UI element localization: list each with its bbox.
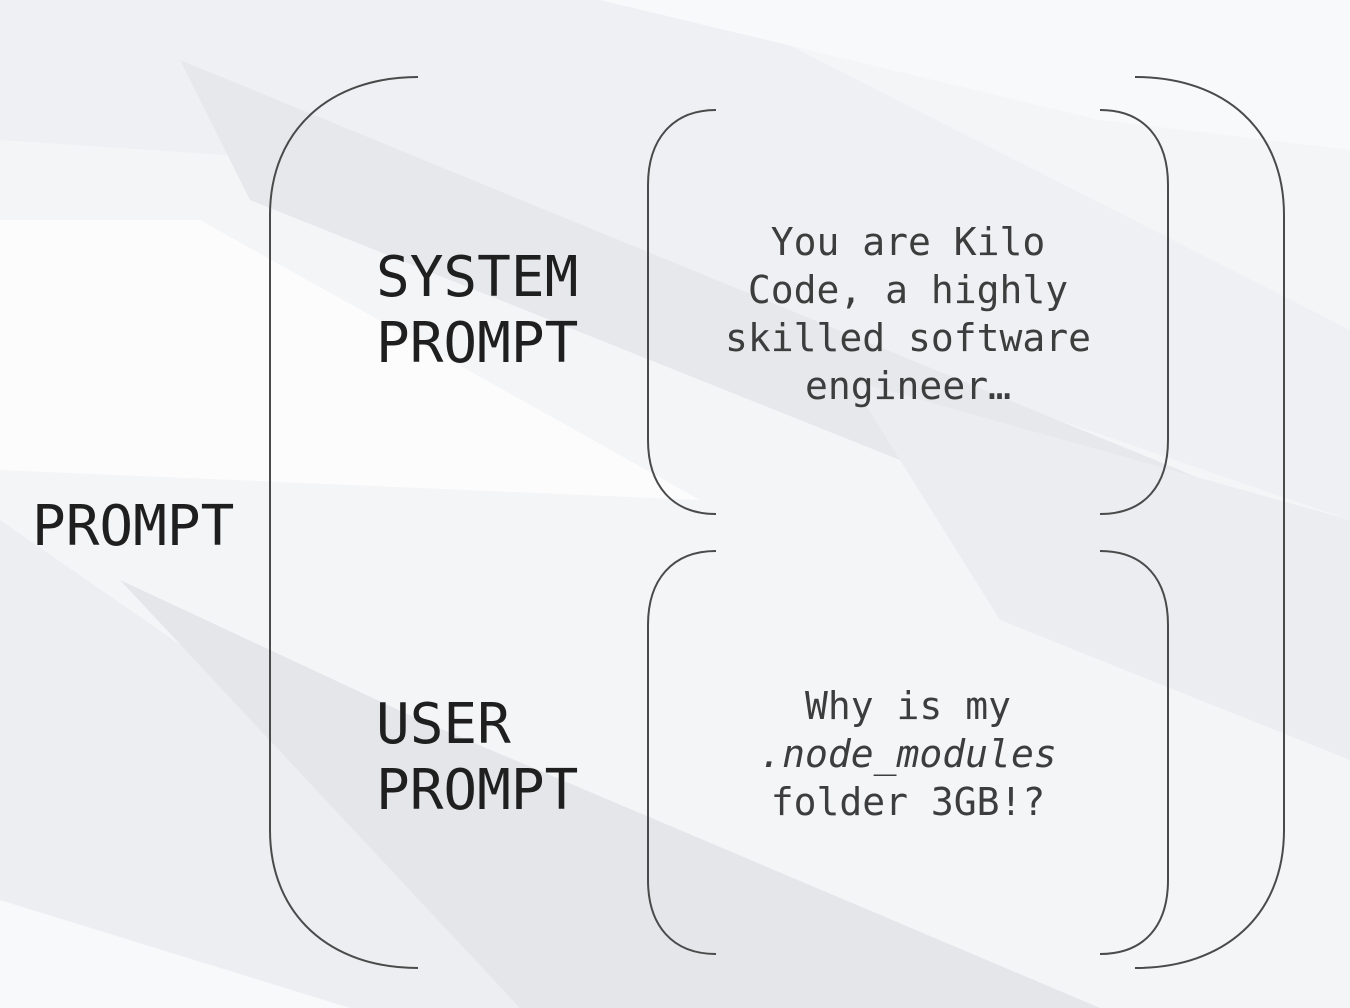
user-prompt-label: USER PROMPT: [376, 692, 578, 824]
user-label-line1: USER: [376, 692, 511, 757]
prompt-label: PROMPT: [32, 494, 235, 559]
system-left-bracket: [647, 109, 717, 515]
outer-left-bracket: [269, 76, 419, 969]
system-content-line: engineer…: [805, 364, 1011, 408]
outer-right-bracket: [1134, 76, 1285, 969]
user-left-bracket: [647, 550, 717, 955]
user-content-line: folder 3GB!?: [770, 780, 1046, 824]
system-prompt-content: You are Kilo Code, a highly skilled soft…: [658, 218, 1158, 410]
system-content-line: skilled software: [724, 316, 1092, 360]
user-right-bracket: [1099, 550, 1169, 955]
system-content-line: Code, a highly: [747, 268, 1069, 312]
user-prompt-content: Why is my .node_modules folder 3GB!?: [658, 682, 1158, 826]
system-label-line2: PROMPT: [376, 311, 579, 376]
system-label-line1: SYSTEM: [376, 245, 579, 310]
user-label-line2: PROMPT: [376, 758, 579, 823]
user-content-line: Why is my: [805, 684, 1011, 728]
system-right-bracket: [1099, 109, 1169, 515]
user-content-folder-name: .node_modules: [759, 732, 1057, 776]
system-content-line: You are Kilo: [770, 220, 1046, 264]
system-prompt-label: SYSTEM PROMPT: [376, 245, 578, 377]
